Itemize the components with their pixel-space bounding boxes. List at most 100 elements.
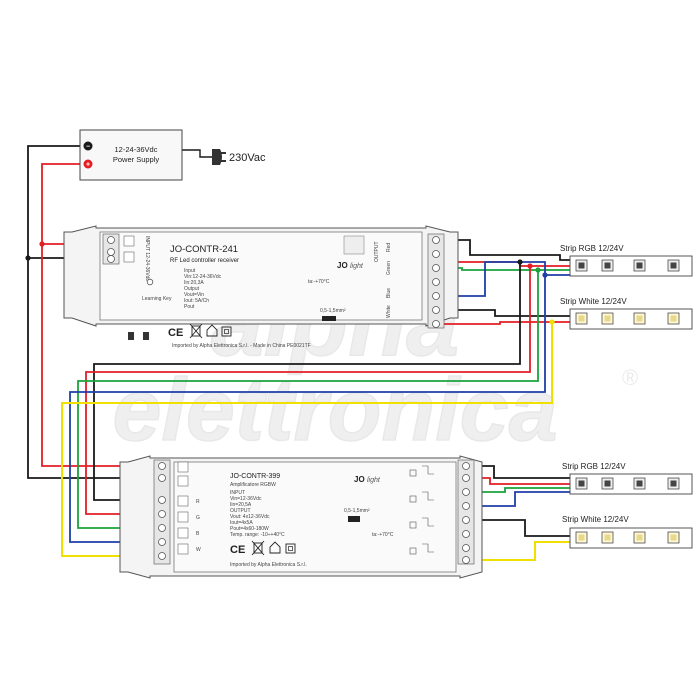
led-chip-icon: [667, 477, 680, 490]
led-chip-icon: [575, 259, 588, 272]
power-supply: − + 12-24-36Vdc Power Supply: [79, 129, 183, 181]
wire-amp-green: [470, 487, 572, 493]
wire-ctrl-blue: [442, 261, 572, 297]
controller-spec-line: Vin:12-24-36Vdc: [184, 274, 222, 280]
amplifier-input-w: W: [196, 547, 201, 553]
amplifier-spec-line: INPUT: [230, 490, 245, 496]
wire-signal-red: [85, 266, 531, 515]
class-ii-icon: [221, 326, 232, 337]
watermark-line2: elettronica: [112, 360, 557, 459]
strip-label: Strip White 12/24V: [562, 515, 629, 524]
led-chip-icon: [575, 312, 588, 325]
led-chip-icon: [601, 477, 614, 490]
junction-dot: [542, 272, 548, 278]
psu-negative-terminal: [83, 141, 93, 151]
led-chip-icon: [633, 312, 646, 325]
controller-footer: Imported by Alpha Elettronica S.r.l. - M…: [172, 343, 311, 349]
wire-amp-common-rgb: [470, 465, 572, 479]
junction-dot: [549, 319, 555, 325]
led-chip-icon: [601, 531, 614, 544]
svg-text:light: light: [350, 263, 364, 270]
controller-channel-green: Green: [386, 261, 392, 275]
junction-dot: [527, 263, 533, 269]
amplifier-input-g: G: [196, 515, 200, 521]
wire-ctrl-white: [442, 321, 572, 325]
led-chip-icon: [575, 477, 588, 490]
led-chip-icon: [667, 531, 680, 544]
watermark-registered-mark: ®: [622, 365, 638, 390]
strip-white-1: Strip White 12/24V: [560, 297, 693, 330]
wire-signal-blue: [69, 275, 546, 543]
strip-label: Strip White 12/24V: [560, 297, 627, 306]
mains-voltage-label: 230Vac: [229, 152, 266, 164]
controller-unit: INPUT 12-24-36Vdc JO-CONTR-241 RF Led co…: [63, 225, 459, 349]
wire-signal-green: [77, 270, 539, 529]
psu-negative-sign: −: [86, 144, 90, 151]
strip-rgb-2: Strip RGB 12/24V: [562, 462, 693, 495]
amplifier-unit: R G B W JO-CONTR-399 Amplificatore RGBW …: [119, 455, 483, 579]
ce-mark-icon: CE: [230, 544, 245, 556]
amplifier-input-terminal: [153, 459, 171, 565]
wire-junctions: [25, 241, 555, 325]
wire-signal-yellow: [61, 322, 553, 557]
ce-mark-icon: CE: [168, 327, 183, 339]
led-chip-icon: [667, 312, 680, 325]
psu-voltage-label: 12-24-36Vdc: [115, 145, 158, 154]
amplifier-output-schematic: [409, 465, 434, 555]
led-chip-icon: [633, 477, 646, 490]
controller-spec-line: Output: [184, 286, 200, 292]
controller-spec-line: Iout: 5A/Ch: [184, 298, 209, 304]
weee-bin-icon: [189, 323, 203, 339]
controller-output-label: OUTPUT: [374, 241, 380, 262]
amplifier-brand-logo: JO light: [354, 475, 381, 484]
controller-temp-note: ta:-+70°C: [308, 279, 330, 285]
controller-spec-line: Iin:20,3A: [184, 280, 204, 286]
junction-dot: [25, 255, 31, 261]
wire-amp-white: [470, 541, 572, 561]
controller-connector: [143, 332, 149, 340]
junction-dot: [39, 241, 45, 247]
amplifier-spec-line: Vin=12-36Vdc: [230, 496, 262, 502]
controller-spec-line: Pout: [184, 304, 195, 310]
amplifier-spec-line: Vout: 4x12-36Vdc: [230, 514, 270, 520]
wire-psu-to-amp-negative: [27, 258, 160, 479]
amplifier-spec-line: Iin=20,5A: [230, 502, 252, 508]
controller-channel-blue: Blue: [386, 288, 392, 298]
amplifier-subtitle: Amplificatore RGBW: [230, 482, 276, 488]
learning-key-label: Learning Key: [142, 296, 172, 302]
amplifier-cable-note: 0,5-1,5mm²: [344, 508, 370, 514]
svg-text:light: light: [367, 477, 381, 484]
amplifier-spec-line: Pout=4x60-180W: [230, 526, 269, 532]
controller-model-name: JO-CONTR-241: [170, 244, 238, 255]
led-chip-icon: [633, 259, 646, 272]
led-chip-icon: [601, 259, 614, 272]
strip-rgb-1: Strip RGB 12/24V: [560, 244, 693, 277]
amplifier-stripping-gauge: [348, 516, 360, 522]
indoor-use-icon: [206, 324, 218, 337]
controller-connector: [128, 332, 134, 340]
led-chip-icon: [575, 531, 588, 544]
led-chip-icon: [633, 531, 646, 544]
amplifier-output-terminal: [457, 459, 475, 565]
controller-input-terminal: [102, 233, 120, 265]
svg-text:CE: CE: [168, 327, 183, 339]
amplifier-model-name: JO-CONTR-399: [230, 473, 280, 480]
svg-text:JO: JO: [337, 261, 348, 270]
wire-signal-common: [93, 262, 521, 501]
controller-spec-block: Input Vin:12-24-36Vdc Iin:20,3A Output V…: [184, 268, 222, 310]
strip-white-2: Strip White 12/24V: [562, 515, 693, 549]
controller-input-label: INPUT 12-24-36Vdc: [144, 236, 150, 281]
junction-dot: [517, 259, 523, 265]
controller-stripping-gauge: [322, 316, 336, 321]
amplifier-footer: Imported by Alpha Elettronica S.r.l.: [230, 562, 307, 568]
wire-ctrl-green: [442, 267, 572, 271]
wire-ctrl-white-pos: [442, 309, 572, 317]
wire-ctrl-common-rgb: [442, 239, 572, 261]
controller-channel-red: Red: [386, 243, 392, 252]
learning-key-button[interactable]: [146, 278, 154, 286]
controller-output-terminal: [427, 233, 445, 329]
svg-text:CE: CE: [230, 544, 245, 556]
amplifier-temp-note: ta:-+70°C: [372, 532, 394, 538]
